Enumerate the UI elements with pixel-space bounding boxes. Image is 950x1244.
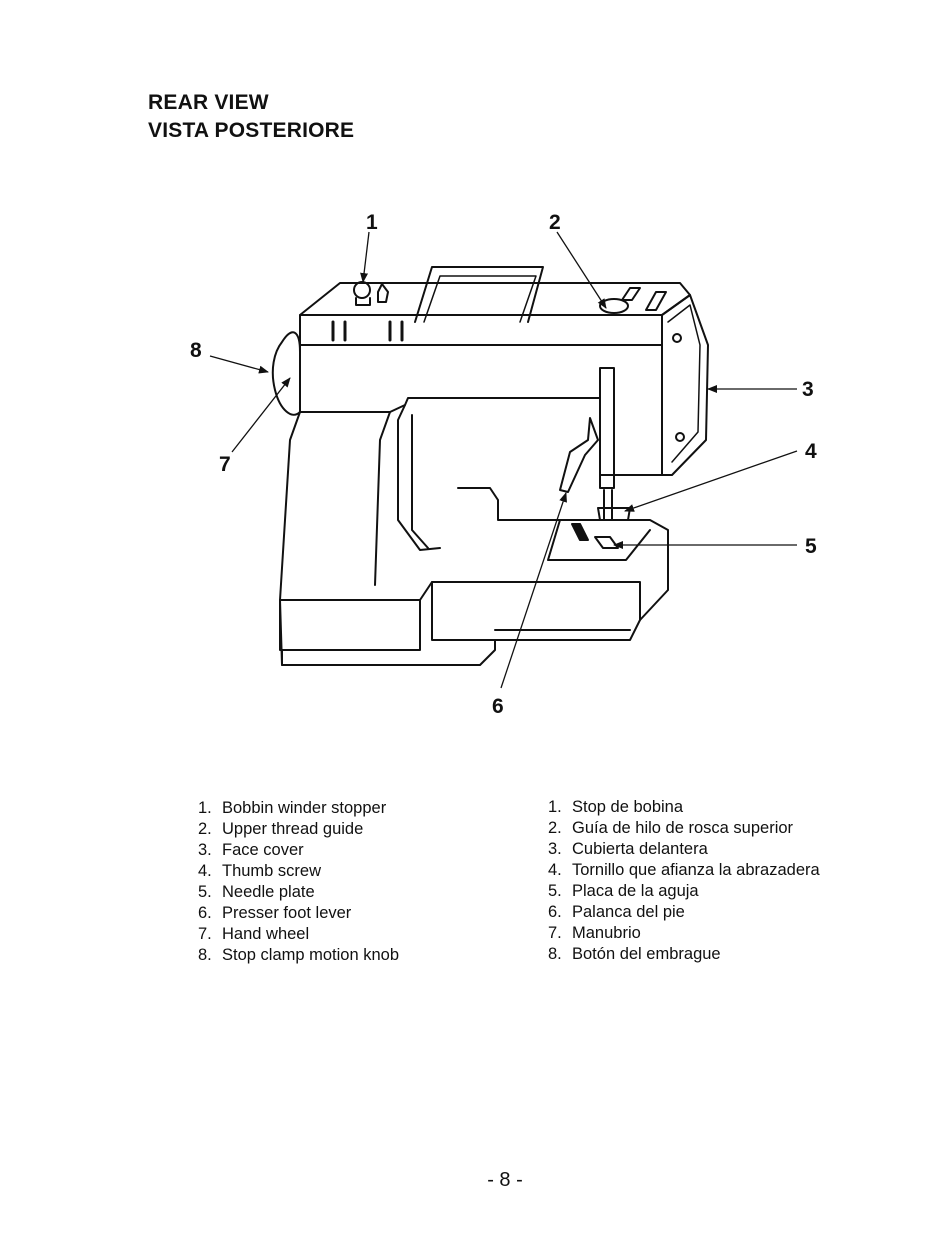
callout-2: 2 xyxy=(549,211,561,234)
legend-item: 3.Cubierta delantera xyxy=(548,840,708,858)
page-number: - 8 - xyxy=(487,1169,523,1191)
callout-numbers: 1 2 3 4 5 6 7 8 xyxy=(190,211,817,718)
callout-3: 3 xyxy=(802,378,814,401)
legend-item: 5.Needle plate xyxy=(198,883,315,901)
callout-8: 8 xyxy=(190,339,202,362)
legend-item: 5.Placa de la aguja xyxy=(548,882,699,900)
legend-item: 4.Thumb screw xyxy=(198,862,322,880)
legend-item: 8.Stop clamp motion knob xyxy=(198,946,400,964)
heading-english: REAR VIEW xyxy=(148,91,269,114)
legend-item: 7.Manubrio xyxy=(548,924,641,942)
callout-5: 5 xyxy=(805,535,817,558)
legend-item: 7.Hand wheel xyxy=(198,925,310,943)
legend-english: 1.Bobbin winder stopper 2.Upper thread g… xyxy=(198,798,399,966)
legend-item: 6.Presser foot lever xyxy=(198,904,352,922)
legend-item: 2.Guía de hilo de rosca superior xyxy=(548,819,794,837)
callout-leaders xyxy=(209,231,798,689)
legend-item: 2.Upper thread guide xyxy=(198,820,364,838)
callout-7: 7 xyxy=(219,453,231,476)
heading-italian: VISTA POSTERIORE xyxy=(148,119,355,142)
callout-6: 6 xyxy=(492,695,504,718)
callout-4: 4 xyxy=(805,440,817,463)
legend-item: 4.Tornillo que afianza la abrazadera xyxy=(548,861,820,879)
sewing-machine-rear-view-diagram: 1 2 3 4 5 6 7 8 xyxy=(190,211,817,718)
legend-item: 3.Face cover xyxy=(198,841,304,859)
legend-item: 1.Stop de bobina xyxy=(548,798,684,816)
legend-item: 8.Botón del embrague xyxy=(548,945,721,963)
legend-spanish: 1.Stop de bobina 2.Guía de hilo de rosca… xyxy=(548,797,820,965)
callout-1: 1 xyxy=(366,211,378,234)
legend-item: 6.Palanca del pie xyxy=(548,903,685,921)
legend-item: 1.Bobbin winder stopper xyxy=(198,799,387,817)
sewing-machine-drawing xyxy=(271,266,709,666)
